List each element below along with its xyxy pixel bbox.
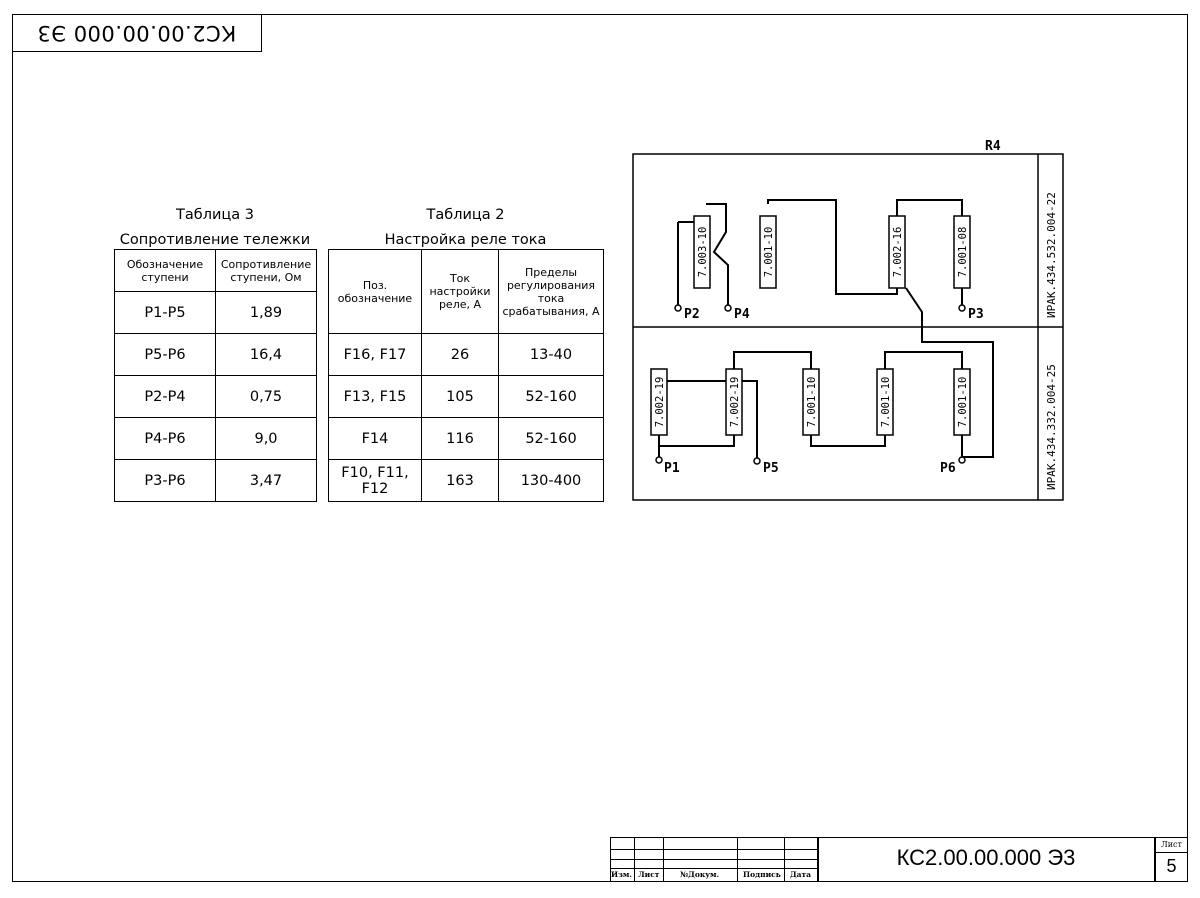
resistor-label: 7.001-08 bbox=[957, 227, 969, 278]
terminal-p5 bbox=[753, 457, 761, 465]
inverted-code-stamp: КС2.00.00.000 Э3 bbox=[12, 14, 262, 52]
resistor-7002-16 bbox=[888, 215, 906, 289]
table2-header-current: Ток настройки реле, А bbox=[421, 249, 499, 334]
upper-code-label: ИРАК.434.532.004-22 bbox=[1045, 192, 1058, 318]
table2-cell: F13, F15 bbox=[328, 375, 422, 418]
table3-cell: 1,89 bbox=[215, 291, 317, 334]
terminal-label: P1 bbox=[664, 461, 680, 476]
terminal-label: P5 bbox=[763, 461, 779, 476]
resistor-7001-08 bbox=[953, 215, 971, 289]
table-row: F14 116 52-160 bbox=[328, 417, 604, 460]
table2-cell: 105 bbox=[421, 375, 499, 418]
title-block-label: №Докум. bbox=[680, 870, 720, 879]
resistor-label: 7.001-10 bbox=[763, 227, 775, 278]
table3: Обозначение ступени Сопротивление ступен… bbox=[114, 249, 317, 502]
table2-header-limits: Пределы регулирования тока срабатывания,… bbox=[498, 249, 604, 334]
terminal-p4 bbox=[724, 304, 732, 312]
resistor-label: 7.002-19 bbox=[729, 377, 741, 428]
resistor-label: 7.003-10 bbox=[697, 227, 709, 278]
table2-title: Таблица 2 bbox=[426, 207, 505, 223]
title-block-label: Подпись bbox=[743, 870, 781, 879]
table2-cell: 52-160 bbox=[498, 417, 604, 460]
table-row: Р5-Р6 16,4 bbox=[114, 333, 317, 376]
table2-cell: 26 bbox=[421, 333, 499, 376]
document-code: КС2.00.00.000 Э3 bbox=[896, 845, 1076, 870]
table3-cell: 16,4 bbox=[215, 333, 317, 376]
table-row: Р2-Р4 0,75 bbox=[114, 375, 317, 418]
resistor-label: 7.002-16 bbox=[892, 227, 904, 278]
resistor-7001-10-b bbox=[876, 368, 894, 436]
table3-cell: Р1-Р5 bbox=[114, 291, 216, 334]
table2-header-position: Поз. обозначение bbox=[328, 249, 422, 334]
resistor-7001-10-c bbox=[953, 368, 971, 436]
terminal-label: P3 bbox=[968, 307, 984, 322]
resistor-label: 7.001-10 bbox=[806, 377, 818, 428]
table-row: F10, F11, F12 163 130-400 bbox=[328, 459, 604, 502]
resistor-7002-19-a bbox=[650, 368, 668, 436]
title-block-label: Изм. bbox=[611, 870, 632, 879]
table3-subtitle: Сопротивление тележки bbox=[119, 232, 311, 248]
table2-cell: 52-160 bbox=[498, 375, 604, 418]
terminal-label: P6 bbox=[940, 461, 956, 476]
resistor-label: 7.001-10 bbox=[880, 377, 892, 428]
sheet-label: Лист bbox=[1161, 840, 1182, 849]
terminal-label: P2 bbox=[684, 307, 700, 322]
table2-cell: F10, F11, F12 bbox=[328, 459, 422, 502]
table3-header-stage: Обозначение ступени bbox=[114, 249, 216, 292]
resistor-7001-10-upper bbox=[759, 215, 777, 289]
sheet-number: 5 bbox=[1166, 856, 1177, 876]
lower-code-label: ИРАК.434.332.004-25 bbox=[1045, 364, 1058, 490]
title-block-label: Лист bbox=[638, 870, 660, 879]
table3-cell: Р4-Р6 bbox=[114, 417, 216, 460]
resistor-7001-10-a bbox=[802, 368, 820, 436]
table-row: F13, F15 105 52-160 bbox=[328, 375, 604, 418]
table2: Поз. обозначение Ток настройки реле, А П… bbox=[328, 249, 604, 502]
table-row: Р1-Р5 1,89 bbox=[114, 291, 317, 334]
table2-cell: 13-40 bbox=[498, 333, 604, 376]
table3-cell: 9,0 bbox=[215, 417, 317, 460]
table-row: F16, F17 26 13-40 bbox=[328, 333, 604, 376]
title-block-label: Дата bbox=[790, 870, 812, 879]
resistor-label: 7.001-10 bbox=[957, 377, 969, 428]
terminal-p2 bbox=[674, 304, 682, 312]
terminal-label: P4 bbox=[734, 307, 750, 322]
table3-title: Таблица 3 bbox=[176, 207, 254, 223]
resistor-label: 7.002-19 bbox=[654, 377, 666, 428]
terminal-p1 bbox=[655, 456, 663, 464]
table3-cell: Р3-Р6 bbox=[114, 459, 216, 502]
table3-cell: Р2-Р4 bbox=[114, 375, 216, 418]
table2-cell: 130-400 bbox=[498, 459, 604, 502]
table2-subtitle: Настройка реле тока bbox=[384, 232, 547, 248]
table3-cell: 3,47 bbox=[215, 459, 317, 502]
table2-cell: F16, F17 bbox=[328, 333, 422, 376]
terminal-p3 bbox=[958, 304, 966, 312]
table3-cell: 0,75 bbox=[215, 375, 317, 418]
table-row: Р4-Р6 9,0 bbox=[114, 417, 317, 460]
diagram-title: R4 bbox=[985, 139, 1001, 154]
table-row: Р3-Р6 3,47 bbox=[114, 459, 317, 502]
resistor-7002-19-b bbox=[725, 368, 743, 436]
resistor-7003-10 bbox=[693, 215, 711, 289]
drawing-frame bbox=[12, 14, 1188, 882]
terminal-p6 bbox=[958, 456, 966, 464]
